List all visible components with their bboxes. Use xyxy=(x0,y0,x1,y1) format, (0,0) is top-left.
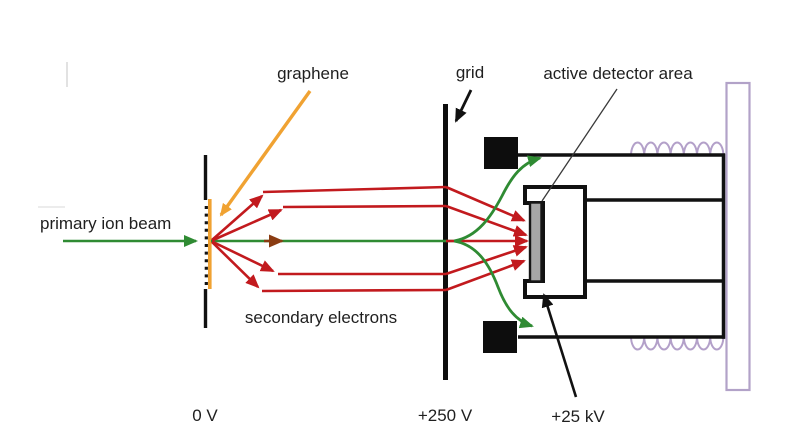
graphene-pointer-arrow xyxy=(219,90,312,217)
hv-pointer-arrow xyxy=(541,293,578,398)
secondary-electron-arrows xyxy=(211,185,529,293)
active-detector-area-label: active detector area xyxy=(543,64,693,83)
detector-label-line xyxy=(541,88,618,202)
detector-body xyxy=(518,153,726,339)
graphene-label: graphene xyxy=(277,64,349,83)
grid-label: grid xyxy=(455,63,485,82)
grid-voltage-label: +250 V xyxy=(417,406,473,425)
detector-voltage-label: +25 kV xyxy=(551,407,605,426)
insulator-coil-icon xyxy=(630,141,725,351)
grid-pointer-arrow xyxy=(454,89,473,123)
secondary-electrons-label: secondary electrons xyxy=(244,308,398,327)
mounting-blocks xyxy=(483,137,518,353)
deflected-beam-curves xyxy=(453,155,542,329)
active-detector-area xyxy=(528,201,543,283)
stray-marks xyxy=(38,62,68,208)
graphene-film xyxy=(204,199,212,289)
primary-ion-beam-label: primary ion beam xyxy=(40,214,172,233)
vacuum-flange xyxy=(725,81,751,392)
sample-voltage-label: 0 V xyxy=(192,406,218,425)
